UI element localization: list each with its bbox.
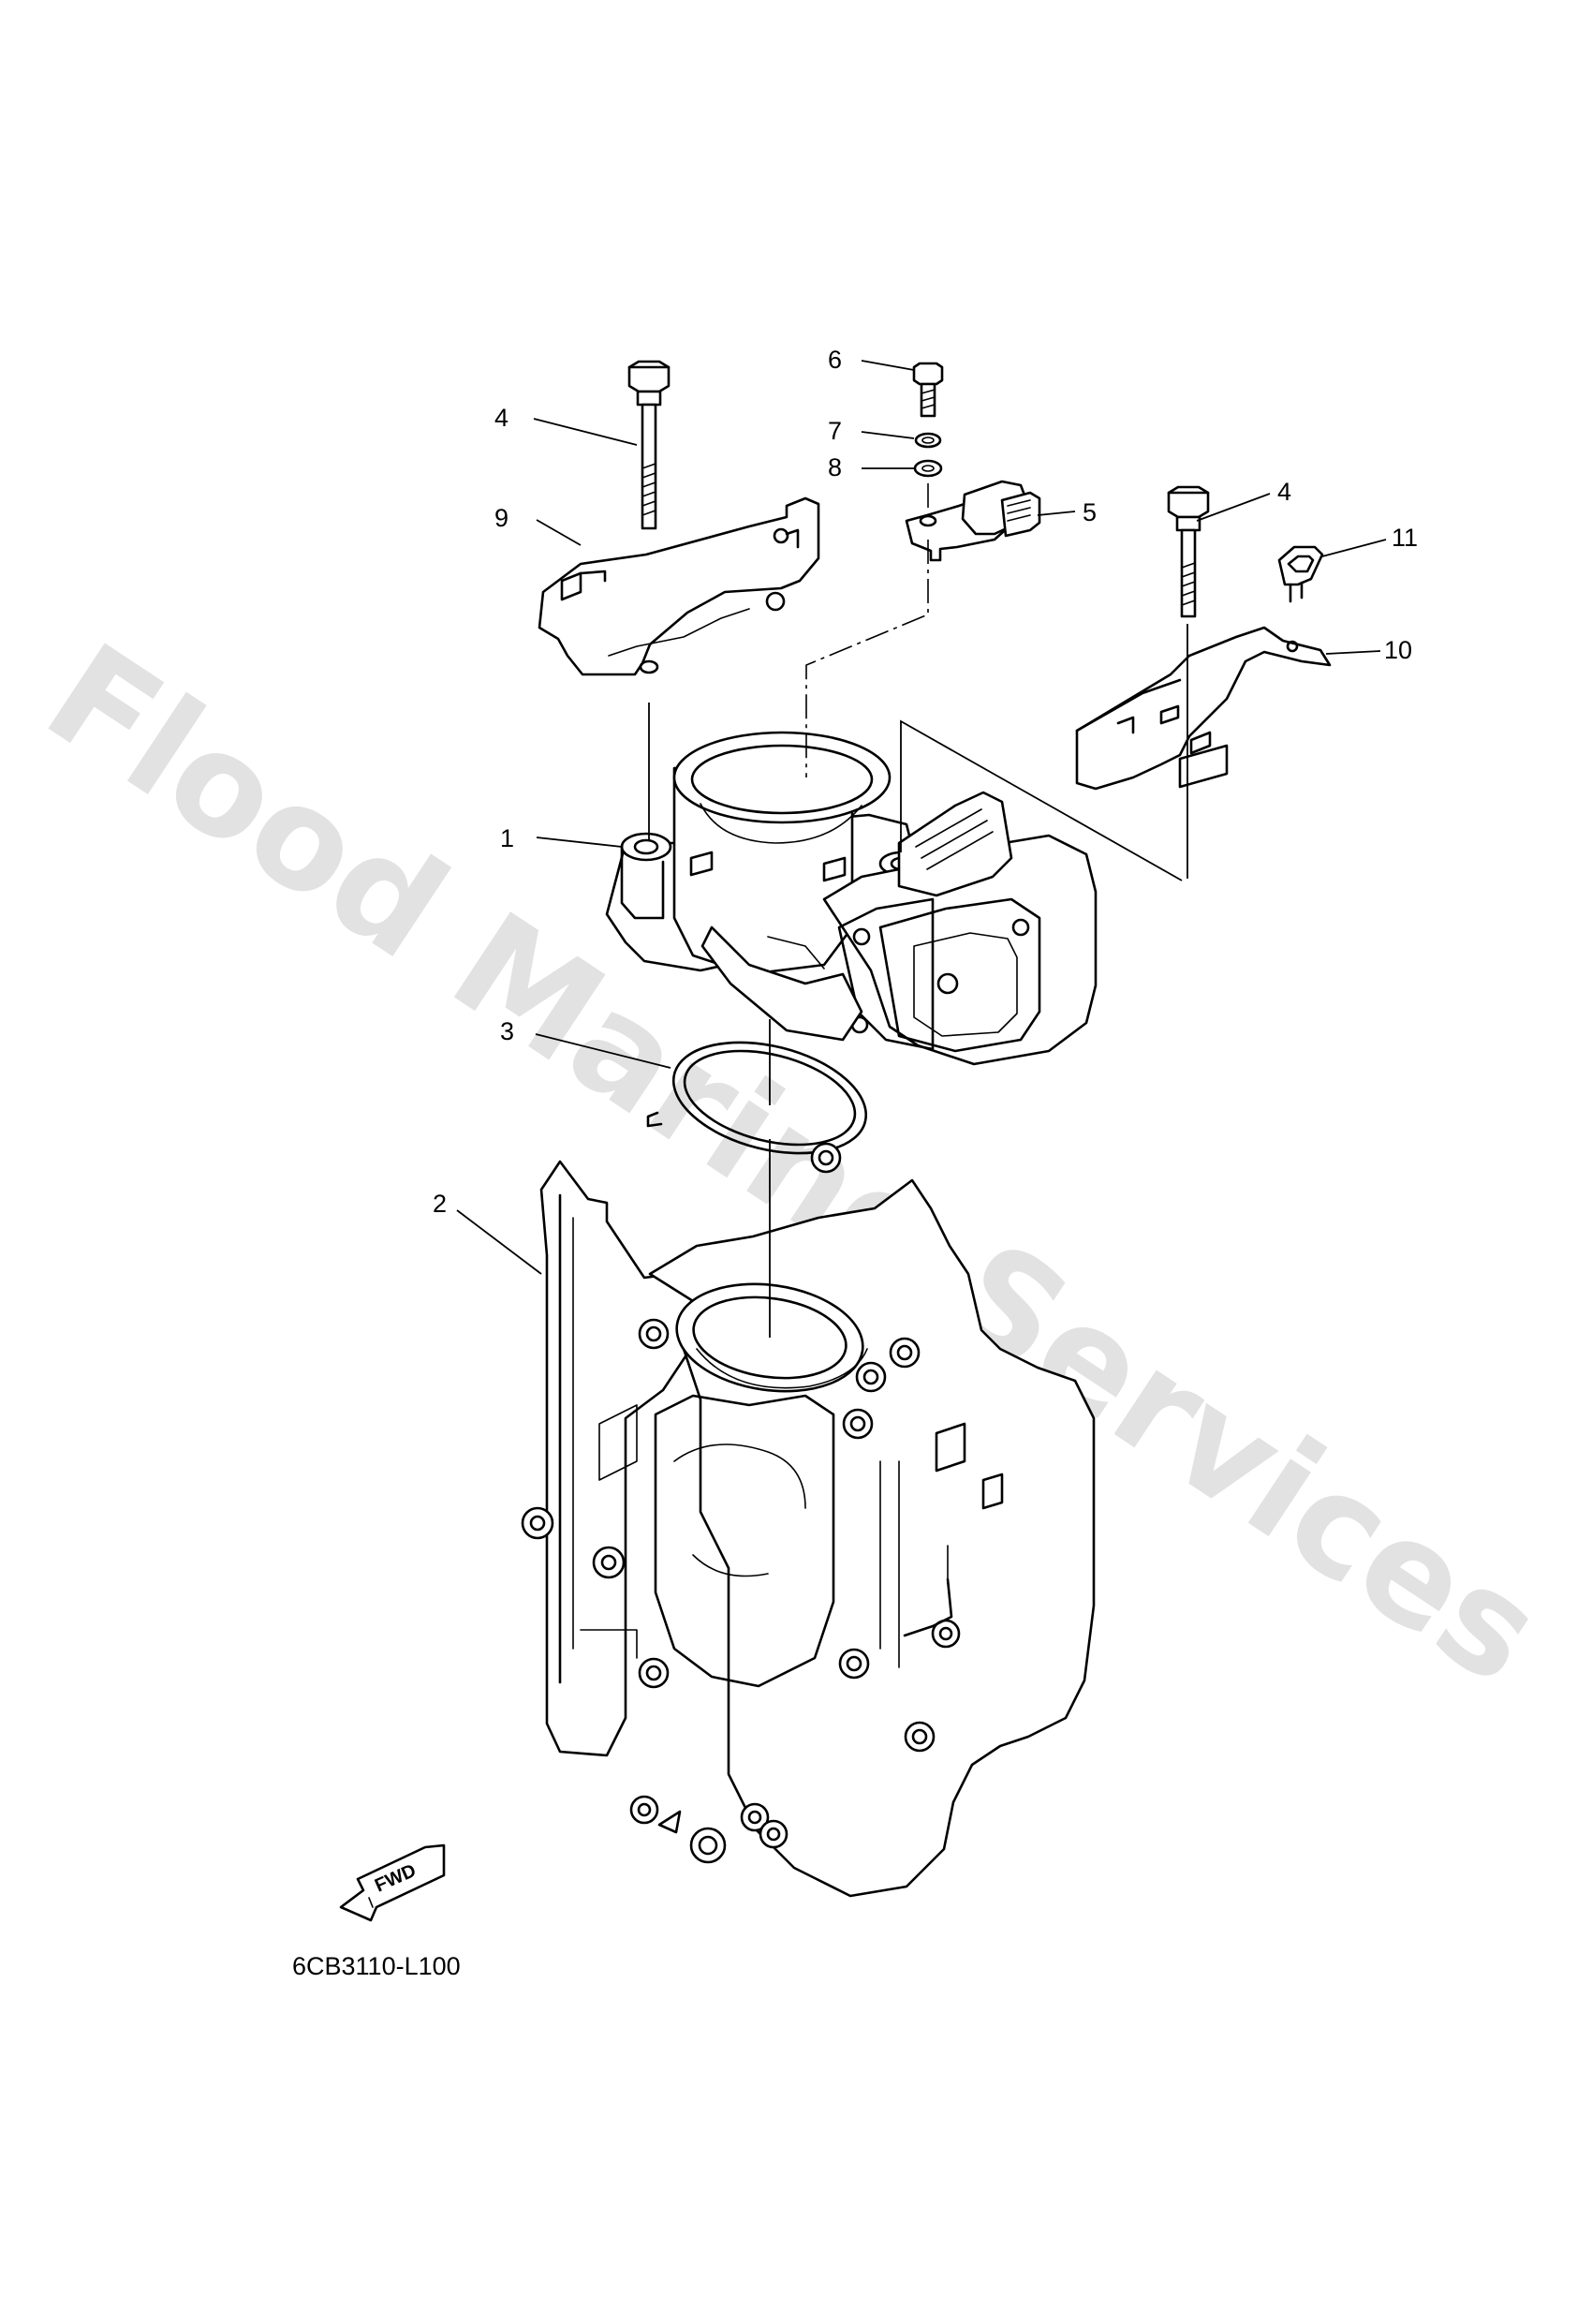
callout-labels: 1 2 3 4 4 5 6 7 8 9 10 11	[433, 346, 1418, 1218]
forward-arrow: FWD	[339, 1843, 446, 1922]
callout-10: 10	[1384, 636, 1412, 664]
callout-8: 8	[828, 453, 842, 481]
callout-4-left: 4	[494, 404, 508, 432]
callout-5: 5	[1083, 498, 1097, 526]
leader-lines	[456, 360, 1387, 1275]
assembly-guides	[648, 483, 1188, 1338]
intake-manifold	[521, 1142, 1096, 1898]
callout-6: 6	[828, 346, 842, 374]
sensor	[905, 480, 1041, 562]
washer	[913, 459, 943, 478]
bracket-right	[1075, 626, 1332, 791]
bolt-small	[912, 362, 944, 418]
diagram-code: 6CB3110-L100	[292, 1952, 461, 1980]
callout-2: 2	[433, 1190, 447, 1218]
bolt-right	[1167, 485, 1210, 618]
callout-7: 7	[828, 417, 842, 445]
bracket-left	[538, 496, 820, 676]
spring-washer	[914, 432, 942, 449]
callout-1: 1	[500, 824, 514, 852]
callout-9: 9	[494, 504, 508, 532]
callout-11: 11	[1392, 524, 1418, 552]
o-ring	[646, 1041, 868, 1155]
throttle-body	[605, 731, 1098, 1066]
callout-3: 3	[500, 1017, 514, 1045]
callout-4-right: 4	[1277, 478, 1291, 506]
clip	[1277, 545, 1324, 603]
bolt-left	[627, 360, 671, 530]
